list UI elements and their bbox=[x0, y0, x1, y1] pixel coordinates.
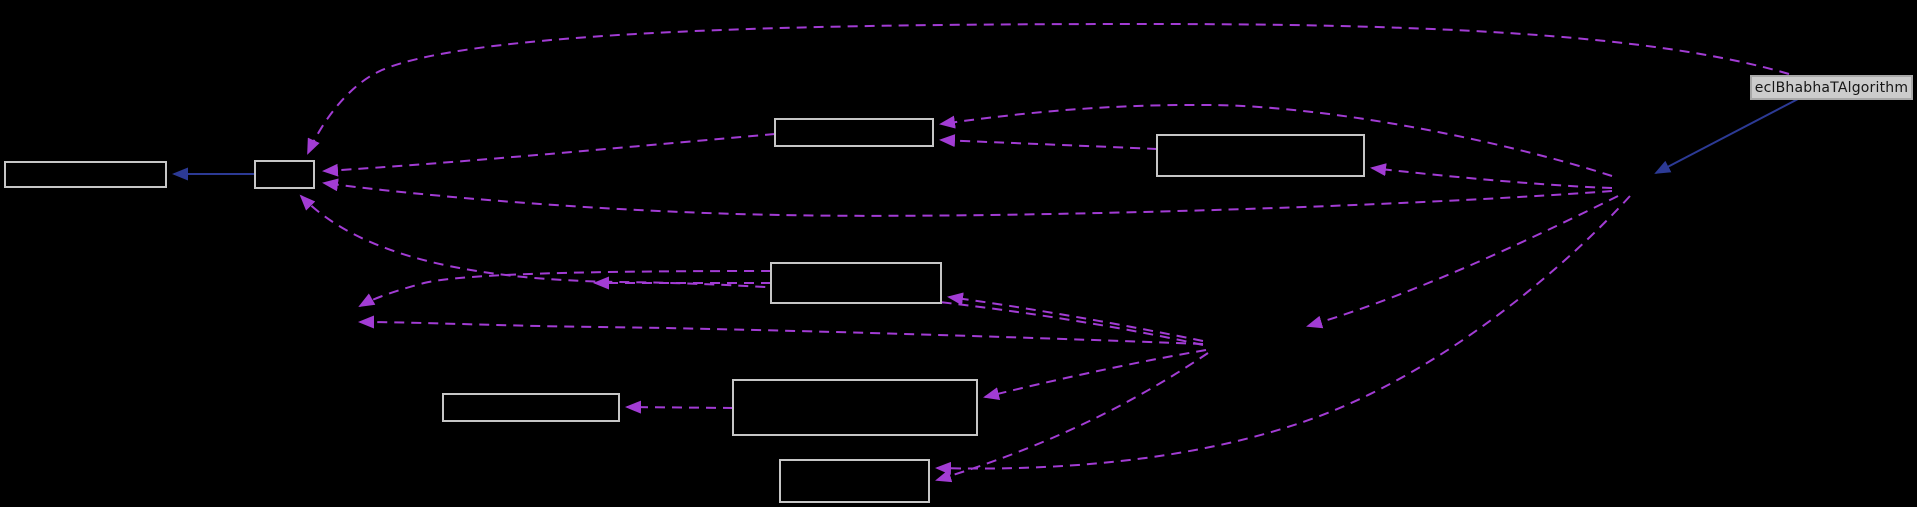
uses-edge-hub2-to-node2 bbox=[299, 194, 1204, 346]
uses-edge-hub-to-node3 bbox=[939, 103, 1613, 177]
class-node-5[interactable] bbox=[770, 262, 942, 304]
uses-edge-hub-to-node8 bbox=[935, 195, 1631, 475]
uses-edge-hub-to-node2 bbox=[322, 178, 1613, 217]
class-node-main[interactable] bbox=[1750, 75, 1913, 100]
class-node-6[interactable] bbox=[732, 379, 978, 436]
uses-edge-hub2-left bbox=[358, 315, 1204, 345]
uses-edge-node5-downleft bbox=[358, 270, 772, 307]
class-node-1[interactable] bbox=[4, 161, 167, 188]
class-node-8[interactable] bbox=[779, 459, 930, 503]
class-node-2[interactable] bbox=[254, 160, 315, 189]
uses-edge-hub2-to-node8 bbox=[935, 352, 1209, 483]
inheritance-edge-main bbox=[1654, 98, 1799, 174]
uses-edge-hub2-to-node6 bbox=[983, 349, 1207, 400]
class-node-4[interactable] bbox=[1156, 134, 1365, 177]
uses-edge-node3-to-node2 bbox=[322, 133, 776, 177]
class-node-3[interactable] bbox=[774, 118, 934, 147]
uses-edge-top-arc bbox=[307, 22, 1790, 155]
uses-edge-hub-to-node4 bbox=[1370, 163, 1613, 189]
uses-edge-hub2-to-node5 bbox=[947, 292, 1204, 342]
highlighted-class-node[interactable]: eclBhabhaTAlgorithm bbox=[1754, 79, 1909, 96]
uses-edge-hub-to-hub2 bbox=[1306, 195, 1619, 329]
class-node-7[interactable] bbox=[442, 393, 620, 422]
uses-edge-node6-to-node7 bbox=[625, 400, 734, 414]
uses-edge-node4-to-node3 bbox=[939, 134, 1158, 150]
